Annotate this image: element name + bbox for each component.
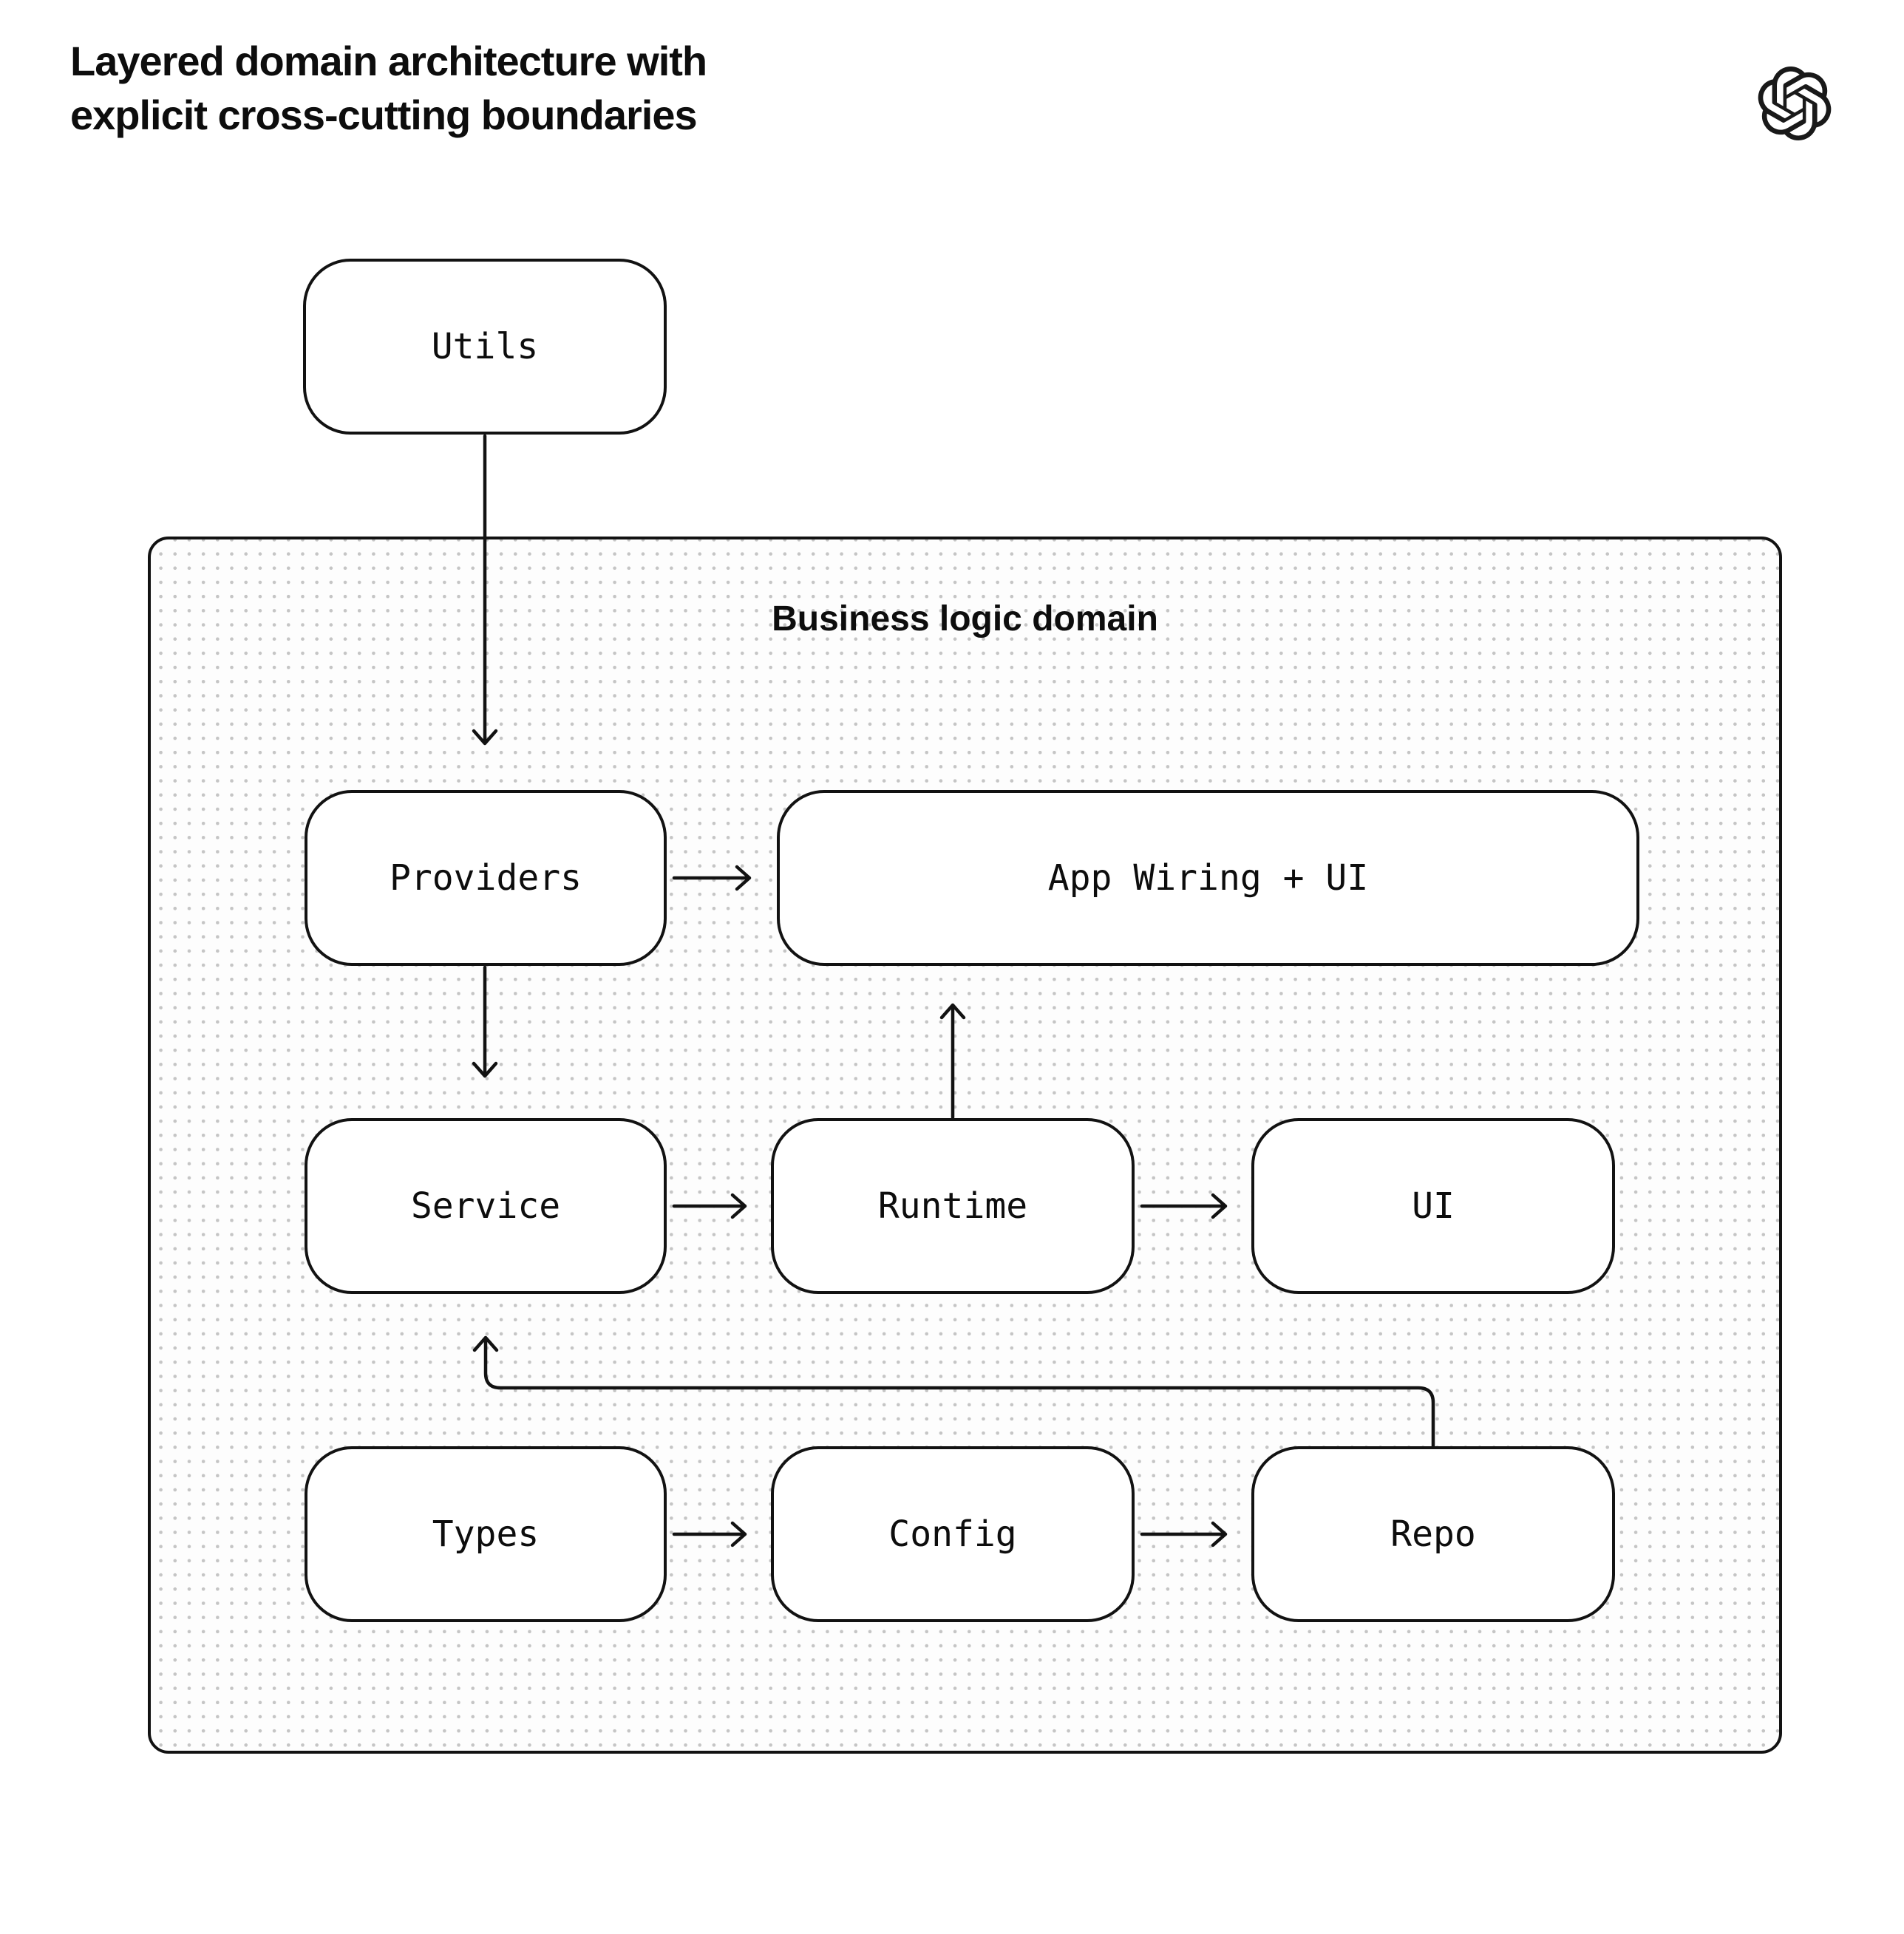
node-config: Config [771, 1446, 1135, 1622]
node-app-wiring-ui: App Wiring + UI [777, 790, 1639, 966]
node-repo: Repo [1251, 1446, 1615, 1622]
node-service: Service [305, 1118, 667, 1294]
node-runtime: Runtime [771, 1118, 1135, 1294]
page-title: Layered domain architecture with explici… [70, 38, 707, 138]
node-types: Types [305, 1446, 667, 1622]
domain-label: Business logic domain [772, 599, 1158, 639]
node-providers: Providers [305, 790, 667, 966]
openai-logo-icon [1758, 67, 1832, 141]
node-ui: UI [1251, 1118, 1615, 1294]
node-utils: Utils [303, 259, 667, 435]
